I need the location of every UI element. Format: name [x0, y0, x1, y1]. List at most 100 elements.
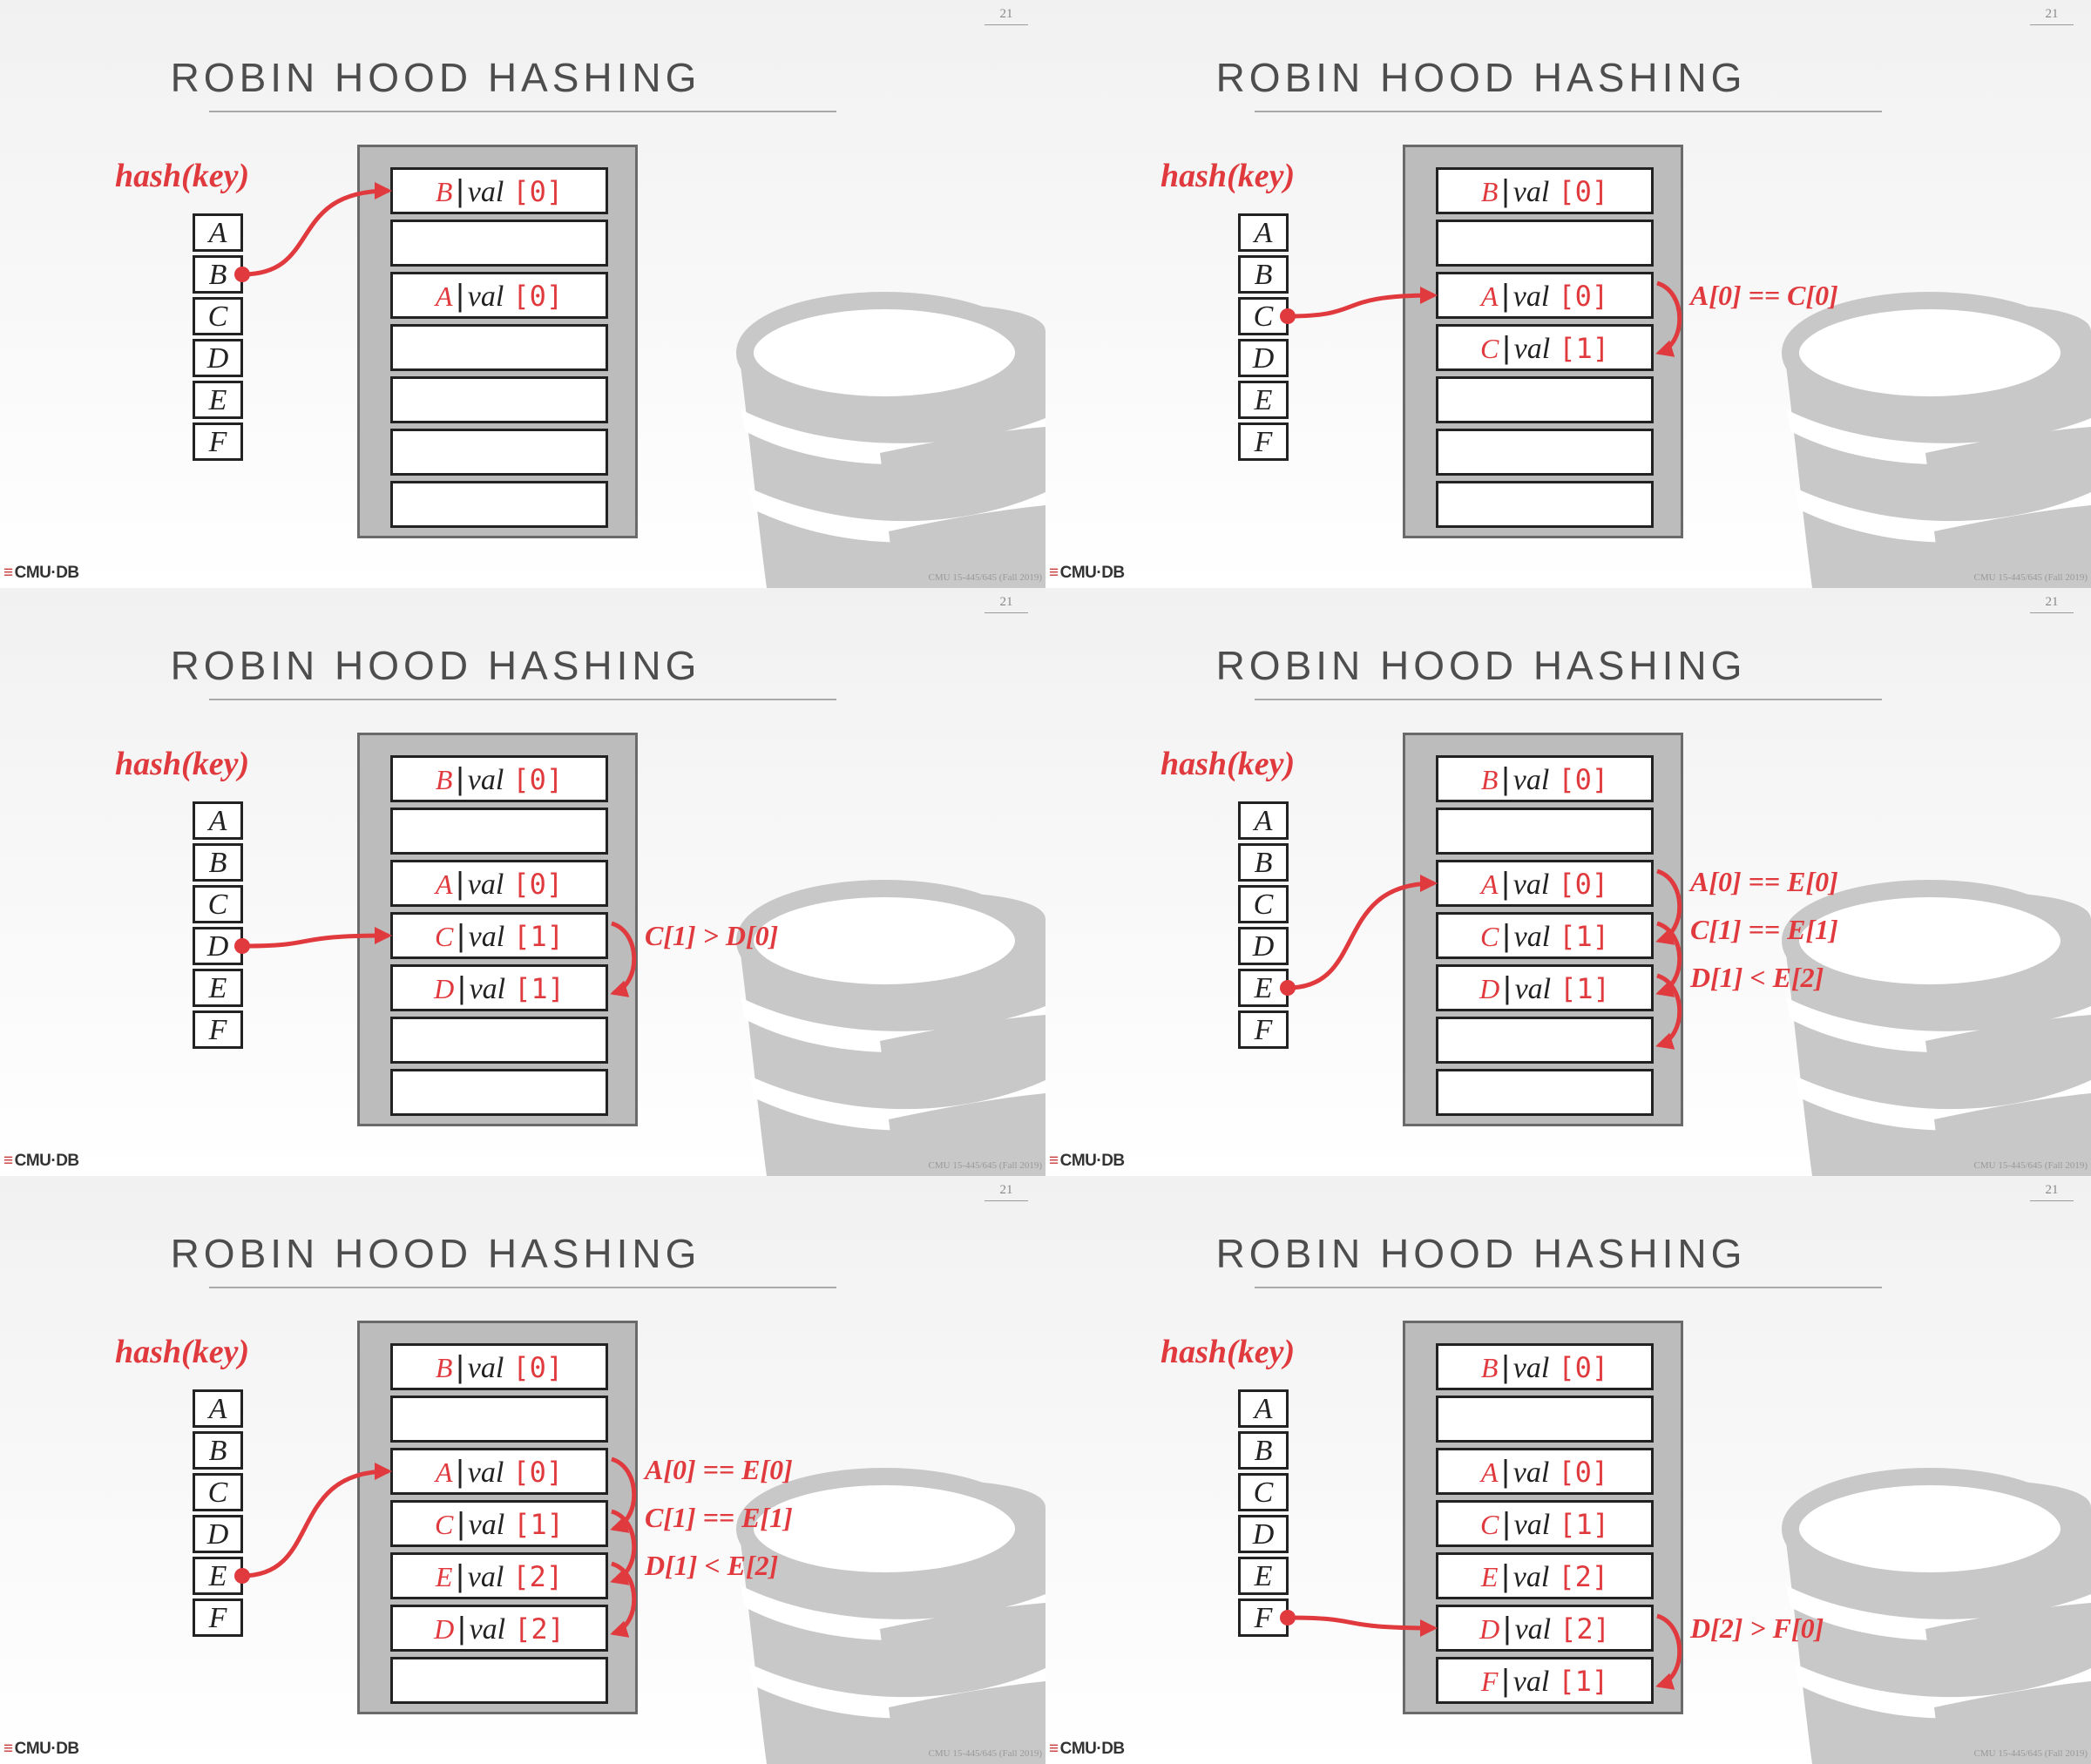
key-cell: C — [1238, 1473, 1289, 1511]
slot-separator: | — [457, 1505, 465, 1541]
hash-table-slot: B|val[0] — [1436, 167, 1654, 214]
slot-value: val — [1514, 1613, 1552, 1646]
cmu-db-logo: ≡CMU·DB — [1049, 1740, 1125, 1759]
slot-separator: | — [1501, 760, 1510, 796]
key-cell: D — [193, 339, 243, 377]
hash-table-slot: E|val[2] — [390, 1552, 608, 1599]
slot-separator: | — [456, 277, 464, 313]
db-stack-icon: ≡ — [3, 564, 13, 582]
page-number: 21 — [985, 595, 1028, 613]
probe-arrow — [1655, 973, 1682, 1050]
slot-key: C — [434, 921, 454, 952]
hash-source-dot — [234, 938, 250, 954]
slot-distance: [0] — [1558, 280, 1609, 313]
hash-table-slot: D|val[2] — [390, 1605, 608, 1652]
slide-title: ROBIN HOOD HASHING — [1215, 643, 1747, 688]
key-cell: A — [193, 213, 243, 252]
slot-distance: [0] — [1558, 1456, 1609, 1489]
key-cell: A — [1238, 1389, 1289, 1428]
comparison-label: C[1] == E[1] — [1690, 914, 1838, 945]
db-stack-icon: ≡ — [3, 1740, 13, 1758]
cmu-db-logo: ≡CMU·DB — [3, 1152, 79, 1171]
slot-separator: | — [457, 970, 466, 1005]
slide-title: ROBIN HOOD HASHING — [170, 643, 701, 688]
hash-table-slot: A|val[0] — [1436, 272, 1654, 319]
course-footer: CMU 15-445/645 (Fall 2019) — [1973, 1748, 2088, 1759]
slot-key: B — [435, 764, 453, 795]
cmu-db-logo: ≡CMU·DB — [3, 1740, 79, 1759]
key-cell: B — [1238, 1431, 1289, 1470]
page-number: 21 — [985, 1183, 1028, 1201]
hash-table-slot: F|val[1] — [1436, 1657, 1654, 1704]
slot-key: B — [435, 176, 453, 207]
slot-distance: [0] — [512, 868, 564, 901]
title-divider — [1255, 699, 1882, 700]
slot-distance: [1] — [1559, 332, 1610, 365]
slot-key: D — [1479, 973, 1500, 1004]
key-cell: A — [1238, 213, 1289, 252]
slot-distance: [1] — [513, 1508, 565, 1541]
slot-distance: [1] — [513, 920, 565, 953]
hash-table-slot: B|val[0] — [390, 755, 608, 802]
slot-distance: [1] — [1559, 920, 1610, 953]
slide-title: ROBIN HOOD HASHING — [170, 1231, 701, 1276]
hash-table-slot-empty — [390, 429, 608, 476]
slot-value: val — [467, 176, 504, 208]
slot-key: F — [1480, 1666, 1499, 1697]
slot-value: val — [469, 1613, 506, 1646]
slot-separator: | — [1501, 172, 1510, 208]
arrow-overlay — [1280, 1610, 1682, 1690]
hash-table-slot: B|val[0] — [390, 167, 608, 214]
key-cell: E — [1238, 381, 1289, 419]
slot-value: val — [469, 973, 506, 1005]
hash-table-slot-empty — [390, 1396, 608, 1443]
logo-text: CMU·DB — [14, 564, 80, 582]
hash-table-slot: E|val[2] — [1436, 1552, 1654, 1599]
slot-key: A — [435, 1456, 453, 1488]
slot-distance: [0] — [512, 1456, 564, 1489]
slot-value: val — [467, 1352, 504, 1384]
hash-arrow — [1287, 287, 1438, 319]
hash-table: B|val[0]A|val[0]C|val[1]D|val[1] — [357, 733, 638, 1126]
database-watermark-icon — [1782, 1468, 2091, 1764]
title-divider — [209, 111, 836, 112]
comparison-label: D[2] > F[0] — [1690, 1612, 1824, 1644]
hash-function-label: hash(key) — [115, 1334, 250, 1370]
key-cell: C — [1238, 297, 1289, 335]
slot-separator: | — [1503, 1610, 1512, 1646]
key-cell: A — [193, 1389, 243, 1428]
hash-source-dot — [1280, 980, 1296, 996]
slot-distance: [1] — [1560, 972, 1610, 1005]
key-cell: A — [1238, 801, 1289, 840]
hash-table-slot: B|val[0] — [1436, 1343, 1654, 1390]
hash-arrow — [241, 927, 392, 949]
slot-separator: | — [456, 760, 464, 796]
slot-key: D — [434, 1613, 455, 1645]
hash-function-label: hash(key) — [1161, 746, 1296, 782]
arrow-overlay — [234, 1456, 637, 1638]
database-watermark-icon — [1782, 880, 2091, 1176]
slot-value: val — [468, 921, 505, 953]
slot-separator: | — [456, 865, 464, 901]
slot-separator: | — [456, 172, 464, 208]
logo-text: CMU·DB — [14, 1152, 80, 1170]
hash-table-slot-empty — [390, 324, 608, 371]
comparison-label: C[1] == E[1] — [645, 1502, 793, 1533]
hash-source-dot — [1280, 1610, 1296, 1625]
arrow-overlay — [234, 921, 637, 997]
page-number: 21 — [985, 7, 1028, 25]
logo-text: CMU·DB — [1059, 564, 1126, 582]
page-number: 21 — [2030, 1183, 2074, 1201]
key-cell: E — [193, 381, 243, 419]
key-cell: B — [1238, 255, 1289, 294]
hash-table-slot: D|val[1] — [1436, 964, 1654, 1011]
hash-table: B|val[0]A|val[0]C|val[1]E|val[2]D|val[2]… — [1403, 1321, 1683, 1714]
hash-table-slot: A|val[0] — [1436, 1448, 1654, 1495]
